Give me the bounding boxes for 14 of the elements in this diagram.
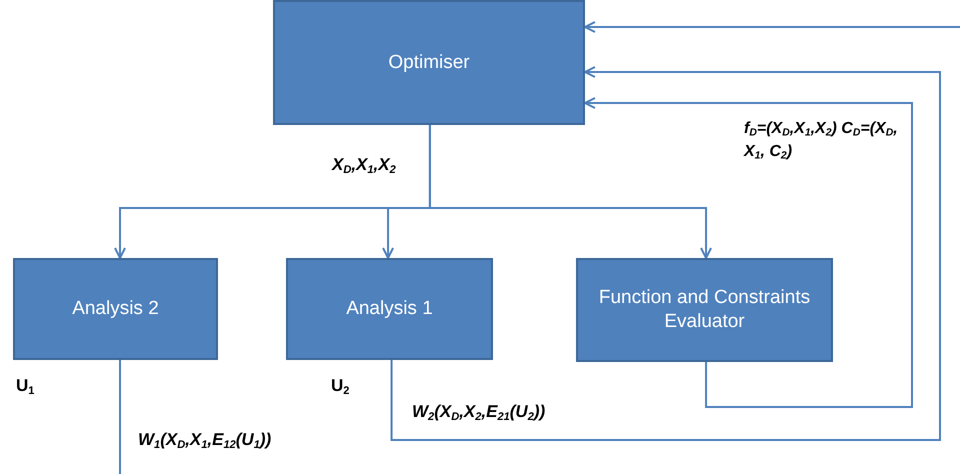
box-label: Analysis 2 [72, 297, 159, 321]
arrow [584, 97, 913, 408]
variable-label: U$_{1}$ [16, 376, 34, 397]
arrow [428, 125, 712, 259]
variable-label: U$_{2}$ [331, 376, 350, 397]
process-box [576, 258, 833, 362]
arrow [119, 21, 960, 474]
box-label: Function and Constraints Evaluator [598, 286, 812, 334]
arrow [390, 66, 941, 441]
process-box [273, 0, 585, 125]
box-label: Optimiser [388, 50, 470, 74]
box-label: Analysis 1 [346, 297, 433, 321]
process-box [286, 258, 493, 360]
process-box [13, 258, 218, 360]
